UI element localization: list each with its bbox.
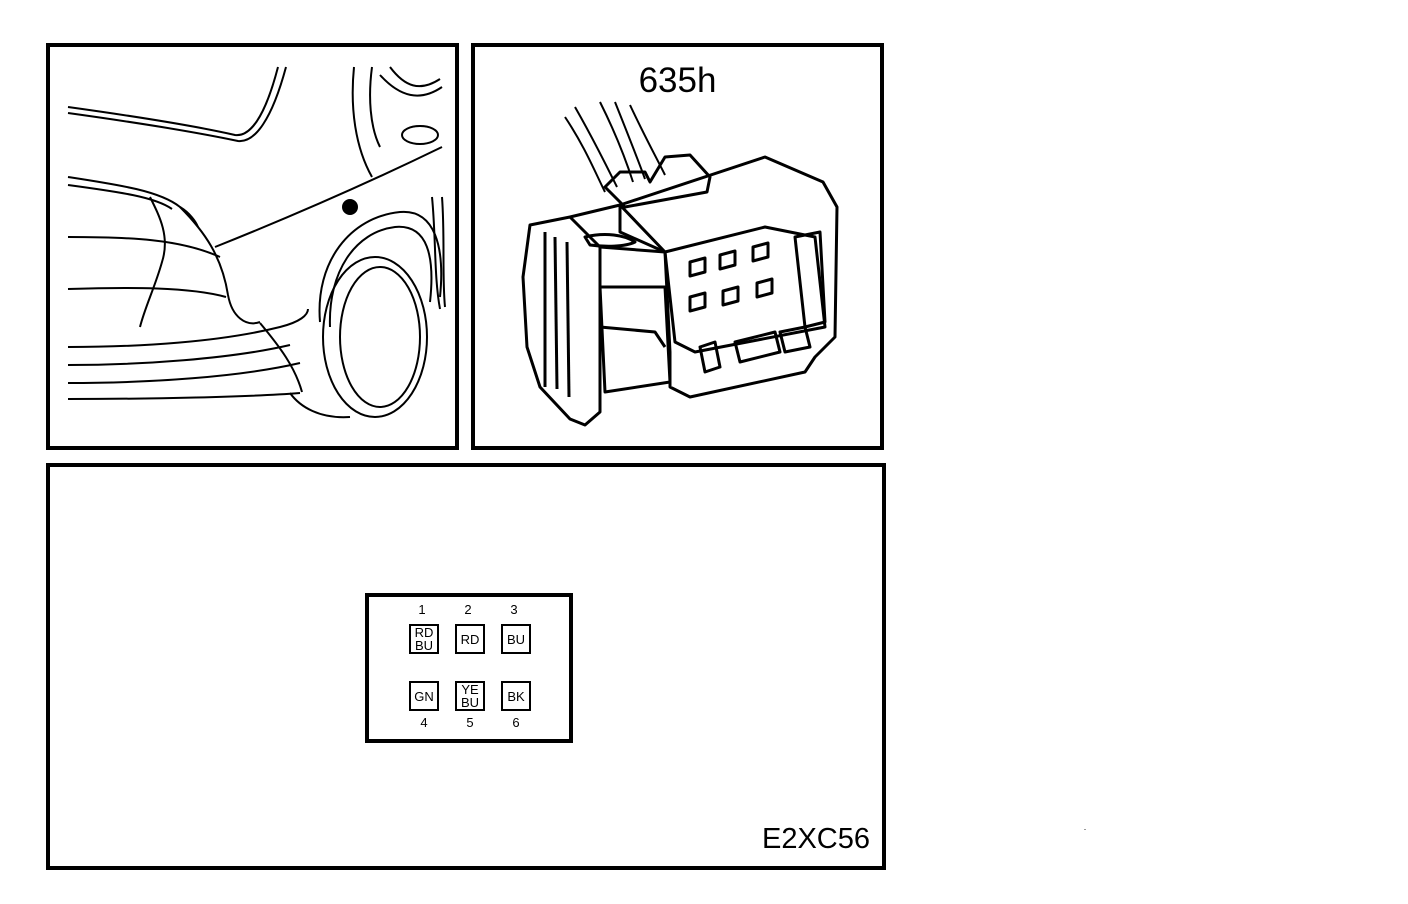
scan-speck (1084, 829, 1086, 830)
car-location-panel (46, 43, 459, 450)
pin-number-3: 3 (510, 602, 518, 617)
pin-2-color-1: RD (460, 631, 480, 647)
pin-1-color-2: BU (414, 638, 434, 653)
pin-cell-6: BK (501, 681, 531, 711)
connector-panel: 635h (471, 43, 884, 450)
pin-cell-2: RD (455, 624, 485, 654)
pin-cell-4: GN (409, 681, 439, 711)
pin-cell-3: BU (501, 624, 531, 654)
pin-number-5: 5 (466, 715, 474, 730)
pinout-panel: 1 2 3 RD BU RD BU GN YE BU BK 4 5 6 E2XC… (46, 463, 886, 870)
pin-number-6: 6 (512, 715, 520, 730)
pin-cell-5: YE BU (455, 681, 485, 711)
pin-5-color-2: BU (460, 695, 480, 710)
pin-number-1: 1 (418, 602, 426, 617)
pin-cell-1: RD BU (409, 624, 439, 654)
connector-illustration (521, 101, 839, 427)
pin-1-color-1: RD (414, 625, 434, 640)
pin-number-4: 4 (420, 715, 428, 730)
pin-number-2: 2 (464, 602, 472, 617)
pin-6-color-1: BK (507, 688, 525, 704)
pin-4-color-1: GN (414, 688, 434, 704)
car-rear-illustration (67, 66, 446, 419)
connector-label: 635h (638, 61, 717, 100)
pinout-face: 1 2 3 RD BU RD BU GN YE BU BK 4 5 6 (365, 593, 573, 743)
pin-3-color-1: BU (506, 631, 526, 647)
diagram-code: E2XC56 (761, 823, 870, 855)
pin-5-color-1: YE (461, 682, 479, 697)
